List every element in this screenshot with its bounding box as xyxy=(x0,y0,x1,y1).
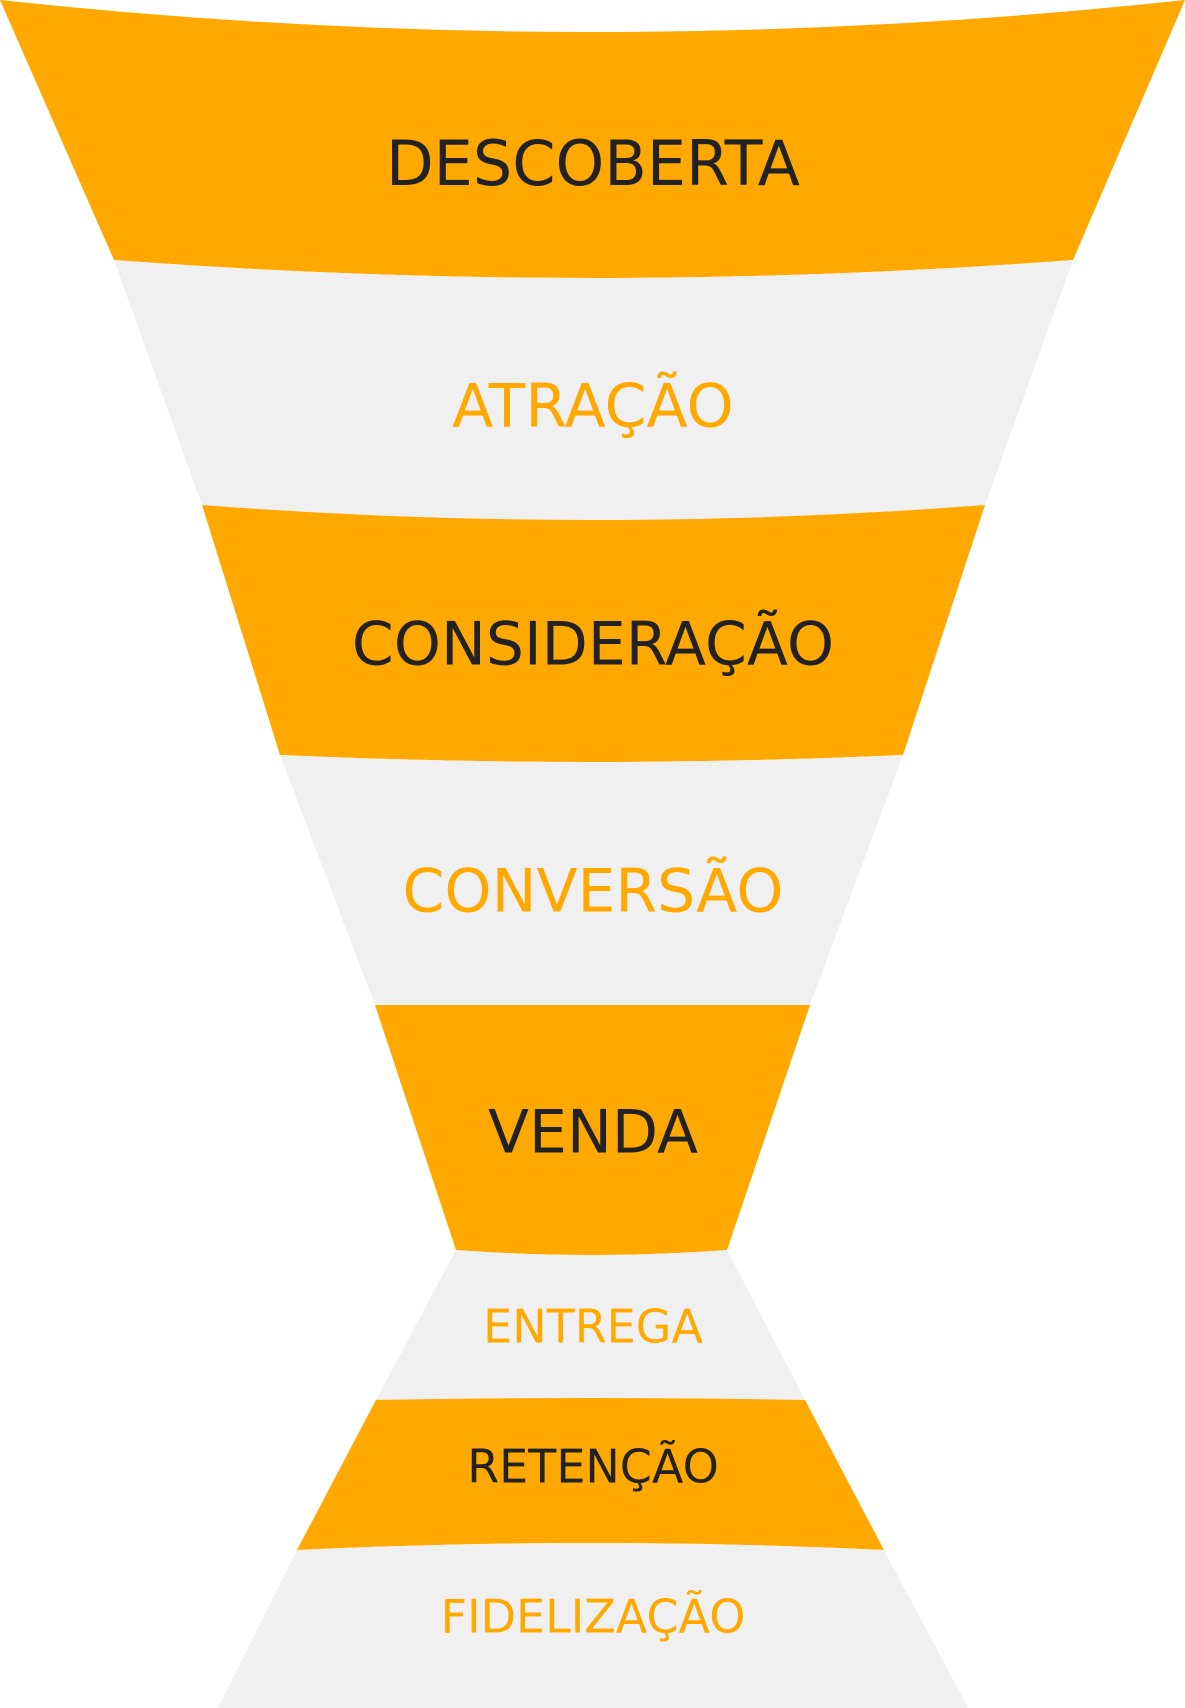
funnel-band-descoberta xyxy=(0,0,1185,278)
stage-label-fidelizacao: FIDELIZAÇÃO xyxy=(441,1590,746,1644)
stage-label-conversao: CONVERSÃO xyxy=(402,856,783,927)
funnel-band-entrega xyxy=(376,1250,805,1400)
stage-label-entrega: ENTREGA xyxy=(483,1300,703,1354)
stage-label-consideracao: CONSIDERAÇÃO xyxy=(352,609,834,680)
funnel-band-retencao xyxy=(297,1398,884,1550)
stage-label-descoberta: DESCOBERTA xyxy=(386,127,800,200)
funnel-band-conversao xyxy=(280,755,903,1005)
funnel-band-consideracao xyxy=(202,505,985,762)
funnel-labels: DESCOBERTA ATRAÇÃO CONSIDERAÇÃO CONVERSÃ… xyxy=(352,127,834,1643)
funnel-band-venda xyxy=(375,1005,810,1255)
funnel-band-atracao xyxy=(114,260,1073,520)
stage-label-venda: VENDA xyxy=(488,1098,698,1168)
funnel-band-fidelizacao xyxy=(218,1543,968,1708)
stage-label-retencao: RETENÇÃO xyxy=(467,1440,719,1494)
stage-label-atracao: ATRAÇÃO xyxy=(452,371,733,442)
